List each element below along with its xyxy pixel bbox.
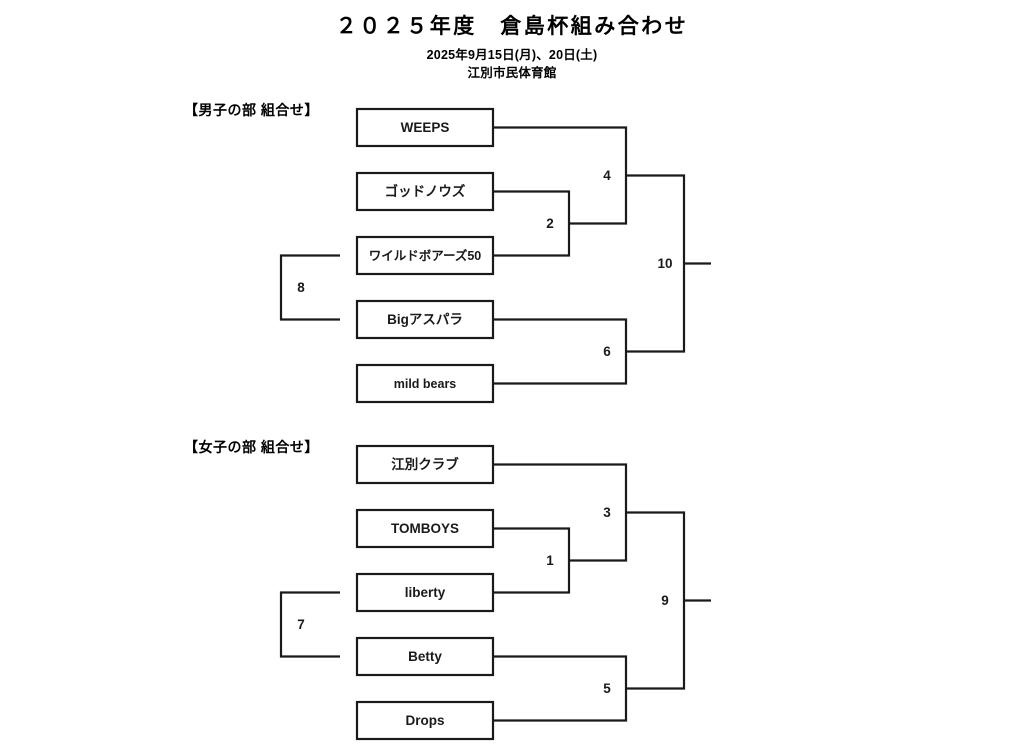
team-box-outline (355, 171, 495, 212)
team-name: WEEPS (401, 120, 450, 135)
event-date-line: 2025年9月15日(月)、20日(土) (426, 48, 598, 63)
match-number-final: 9 (661, 593, 669, 608)
connector-left-bracket (279, 254, 340, 321)
match-number-r2-upper: 3 (603, 505, 611, 520)
match-number-r2-upper: 4 (603, 168, 611, 183)
match-number-r2-lower: 6 (603, 344, 611, 359)
team-box: Bigアスパラ (355, 299, 495, 340)
team-box: liberty (355, 572, 495, 613)
team-box: Betty (355, 636, 495, 677)
team-name: Betty (408, 649, 442, 664)
match-number-r2-lower: 5 (603, 681, 611, 696)
team-name: ゴッドノウズ (385, 183, 466, 199)
team-name: TOMBOYS (391, 521, 459, 536)
section-heading-women: 【女子の部 組合せ】 (184, 439, 319, 455)
team-box-outline (355, 700, 495, 741)
connector-round1 (493, 527, 571, 594)
team-box: ゴッドノウズ (355, 171, 495, 212)
connector-final (626, 174, 686, 353)
match-number-r1: 2 (546, 216, 554, 231)
team-name: 江別クラブ (391, 456, 459, 472)
team-box-outline (355, 235, 495, 276)
page-title: ２０２５年度 倉島杯組み合わせ (335, 15, 689, 38)
team-box-outline (355, 363, 495, 404)
team-box: Drops (355, 700, 495, 741)
match-number-left-bracket: 7 (297, 617, 305, 632)
team-box-outline (355, 572, 495, 613)
match-number-final: 10 (657, 256, 672, 271)
team-name: ワイルドボアーズ50 (369, 248, 482, 263)
team-name: Drops (405, 713, 444, 728)
connector-round1 (493, 190, 571, 257)
connector-left-bracket (279, 591, 340, 658)
team-box: TOMBOYS (355, 508, 495, 549)
match-number-left-bracket: 8 (297, 280, 305, 295)
match-number-r1: 1 (546, 553, 554, 568)
team-name: Bigアスパラ (387, 312, 463, 327)
team-box: 江別クラブ (355, 444, 495, 485)
team-box: WEEPS (355, 107, 495, 148)
team-box: ワイルドボアーズ50 (355, 235, 495, 276)
team-name: mild bears (394, 377, 457, 391)
team-box-outline (355, 107, 495, 148)
title-block: ２０２５年度 倉島杯組み合わせ 2025年9月15日(月)、20日(土) 江別市… (0, 14, 1024, 83)
connector-final (626, 511, 686, 690)
team-box: mild bears (355, 363, 495, 404)
team-name: liberty (405, 585, 446, 600)
section-heading-men: 【男子の部 組合せ】 (184, 102, 319, 118)
event-venue: 江別市民体育館 (467, 66, 557, 81)
